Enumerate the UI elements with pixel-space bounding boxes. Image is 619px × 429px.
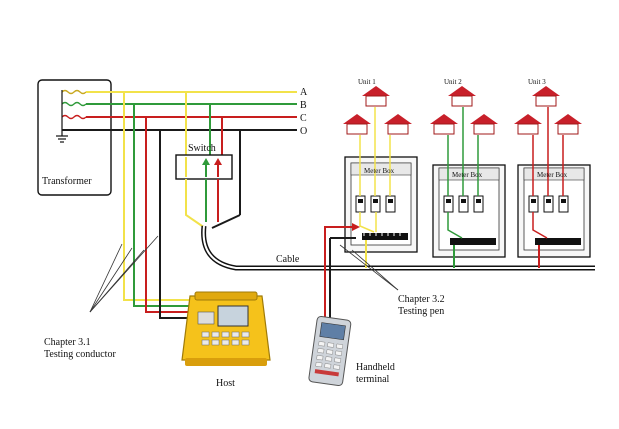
handheld-terminal-icon	[308, 315, 352, 387]
meter-box-unit-2	[432, 107, 506, 268]
meter-icon	[355, 195, 366, 213]
unit-1-label: Unit 1	[358, 78, 376, 86]
switch-label: Switch	[188, 143, 216, 154]
chapter31-title: Chapter 3.1	[44, 337, 91, 348]
cable-label: Cable	[276, 254, 300, 265]
host-device-icon	[181, 291, 271, 366]
chapter32-title: Chapter 3.2	[398, 294, 445, 305]
neutral-label: O	[300, 126, 307, 137]
handheld-label-line2: terminal	[356, 374, 390, 385]
meter-box-unit-3	[517, 107, 591, 268]
house-icons	[343, 86, 582, 135]
chapter32-subtitle: Testing pen	[398, 306, 444, 317]
transformer-label: Transformer	[42, 176, 92, 187]
testing-conductors	[123, 92, 200, 319]
unit-3-label: Unit 3	[528, 78, 546, 86]
chapter31-subtitle: Testing conductor	[44, 349, 116, 360]
unit-2-label: Unit 2	[444, 78, 462, 86]
transformer-icon	[37, 79, 112, 196]
meter-box-2-label: Meter Box	[452, 171, 483, 179]
chapter31-leaders	[89, 235, 159, 313]
switch-icon	[175, 154, 233, 180]
phase-c-label: C	[300, 113, 307, 124]
meter-box-unit-1	[344, 107, 418, 268]
phase-a-label: A	[300, 87, 308, 98]
host-label: Host	[216, 378, 235, 389]
meter-box-3-label: Meter Box	[537, 171, 568, 179]
handheld-label-line1: Handheld	[356, 362, 395, 373]
meter-box-1-label: Meter Box	[364, 167, 395, 175]
phase-b-label: B	[300, 100, 307, 111]
chapter32-leaders	[339, 244, 399, 291]
